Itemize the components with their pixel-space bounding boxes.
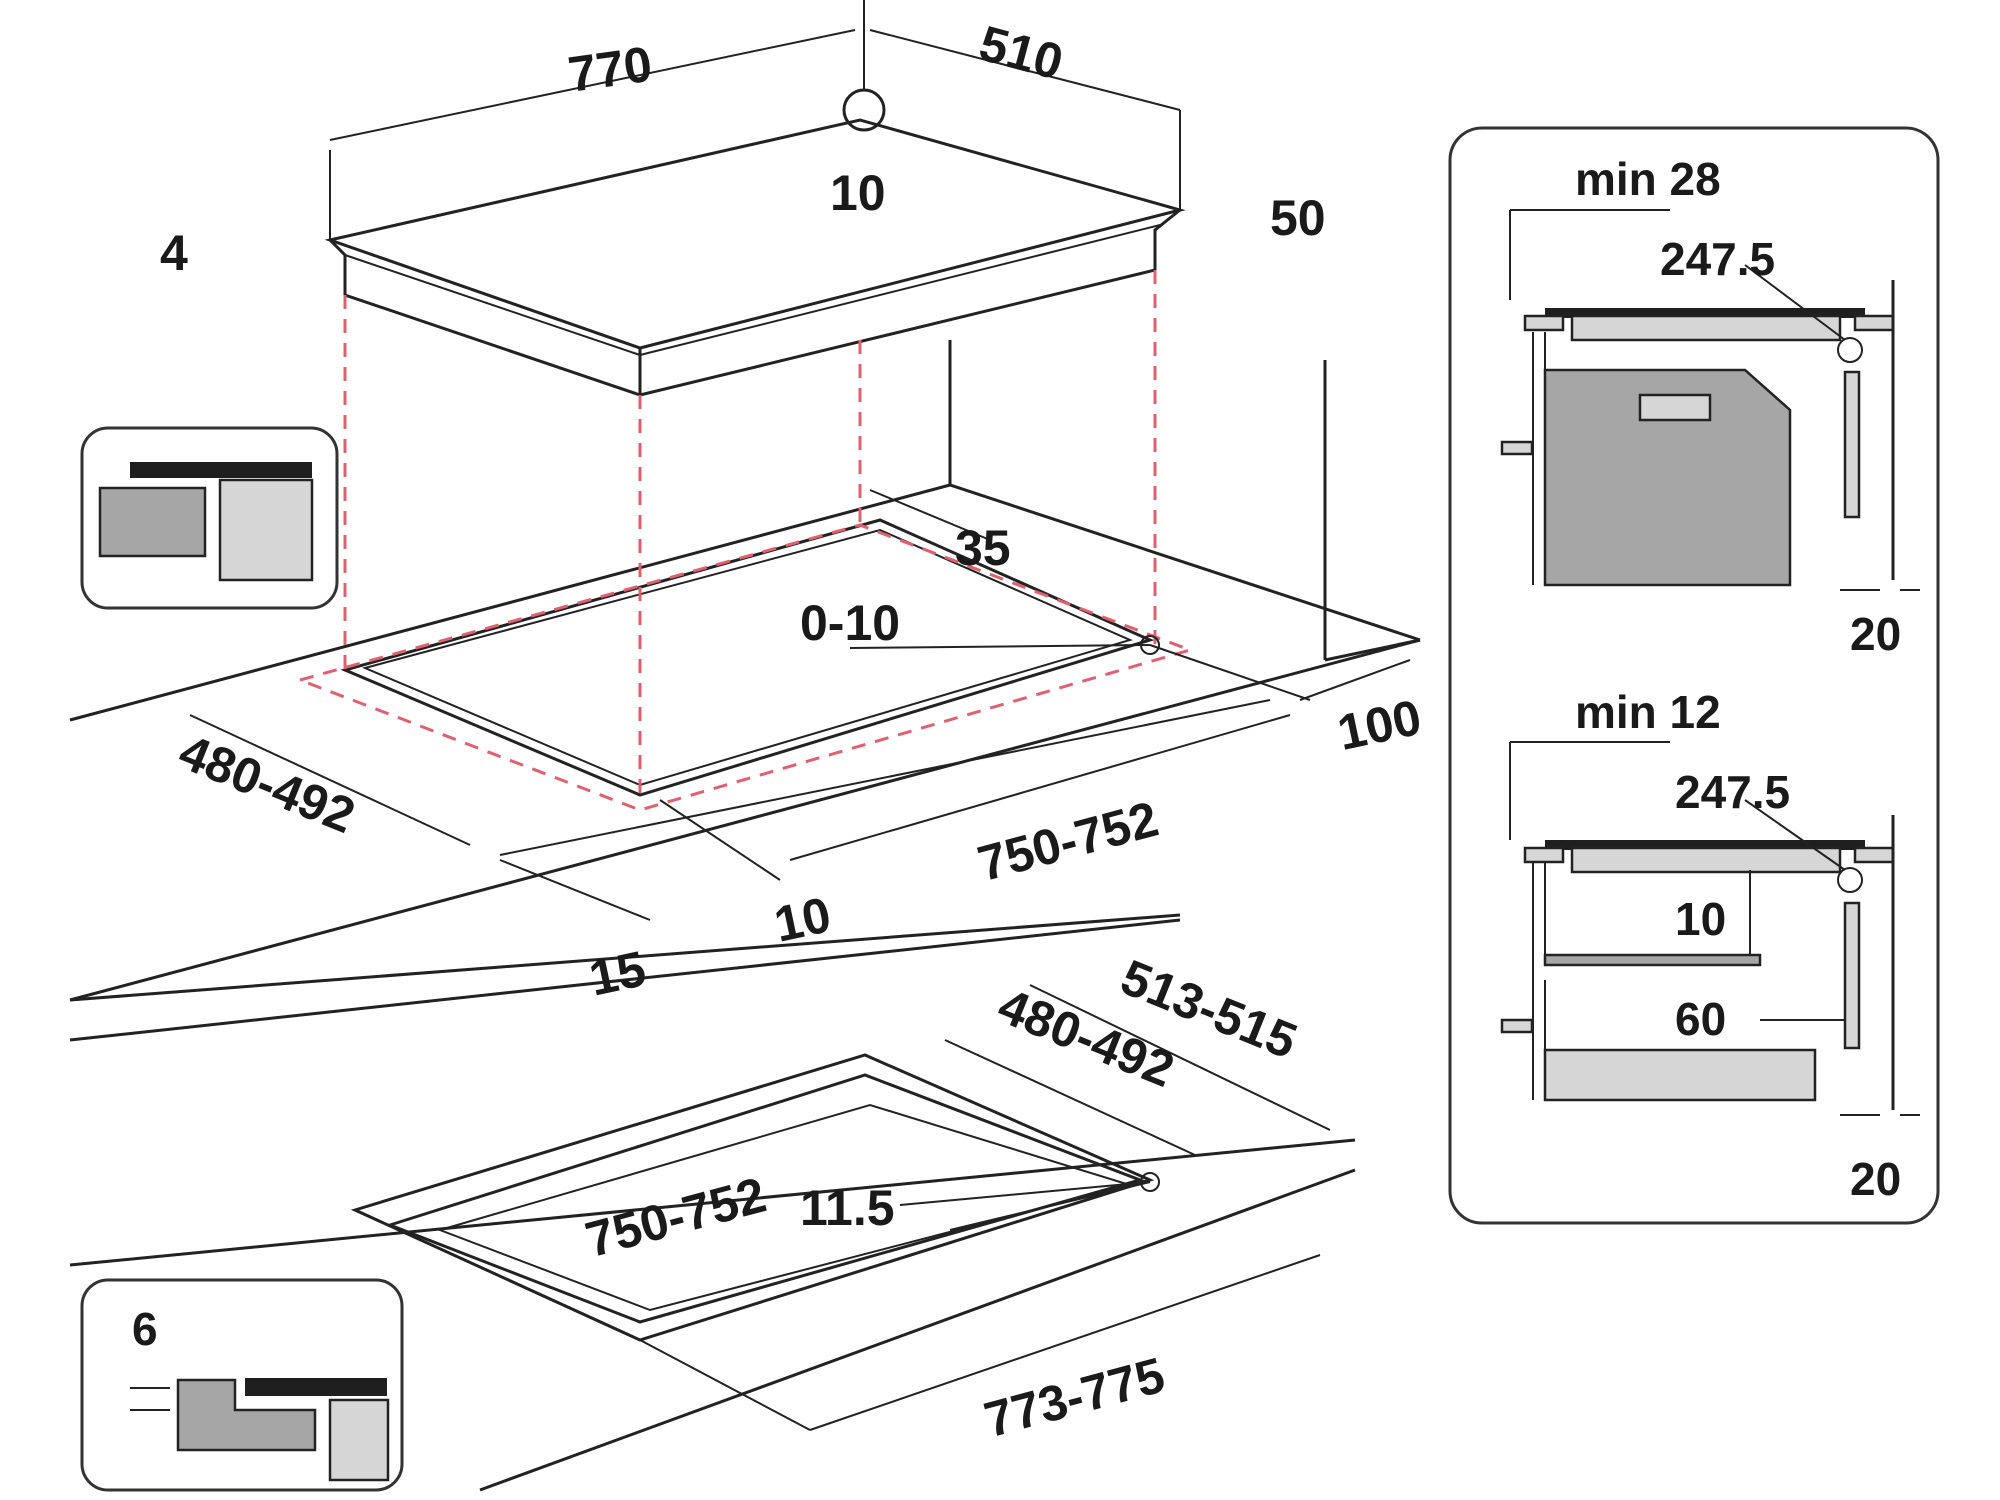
dim-glass-thickness: 4 <box>160 225 188 281</box>
side-bottom-shelf-offset: 60 <box>1675 993 1726 1045</box>
flush-cutout <box>69 984 1356 1492</box>
surface-mount-icon <box>80 426 339 610</box>
dim-front-offset-10: 10 <box>770 886 836 952</box>
flush-outer-rim <box>350 1053 1155 1342</box>
hob-glass-top <box>324 118 1186 350</box>
side-section-panel <box>1448 126 1940 1225</box>
flush-mount-icon <box>80 1278 404 1492</box>
dim-rear-gap: 35 <box>955 520 1011 576</box>
side-top-min-label: min 28 <box>1575 153 1721 205</box>
side-bottom-min-label: min 12 <box>1575 686 1721 738</box>
dim-corner-marker: 10 <box>830 165 886 221</box>
dim-cutout-depth: 480-492 <box>172 723 363 844</box>
corner-marker-icon <box>842 88 886 132</box>
side-top-wall-gap: 20 <box>1850 608 1901 660</box>
countertop-cutout <box>69 270 1421 1042</box>
side-bottom-wall-gap: 20 <box>1850 1153 1901 1205</box>
dim-cutout-width: 750-752 <box>972 791 1164 893</box>
hob-illustration <box>324 0 1186 398</box>
dim-hob-depth: 510 <box>974 15 1069 91</box>
side-bottom-shelf-gap: 10 <box>1675 893 1726 945</box>
dim-hob-height: 50 <box>1270 190 1326 246</box>
side-bottom-depth-label: 247.5 <box>1675 766 1790 818</box>
dim-hob-width: 770 <box>565 36 655 103</box>
dim-front-offset-15: 15 <box>584 940 650 1006</box>
dim-rear-clearance: 100 <box>1333 689 1426 761</box>
dim-flush-radius: 11.5 <box>800 1180 895 1236</box>
dim-flush-rebate: 6 <box>132 1303 158 1355</box>
dim-corner-radius: 0-10 <box>800 595 900 651</box>
side-top-depth-label: 247.5 <box>1660 233 1775 285</box>
